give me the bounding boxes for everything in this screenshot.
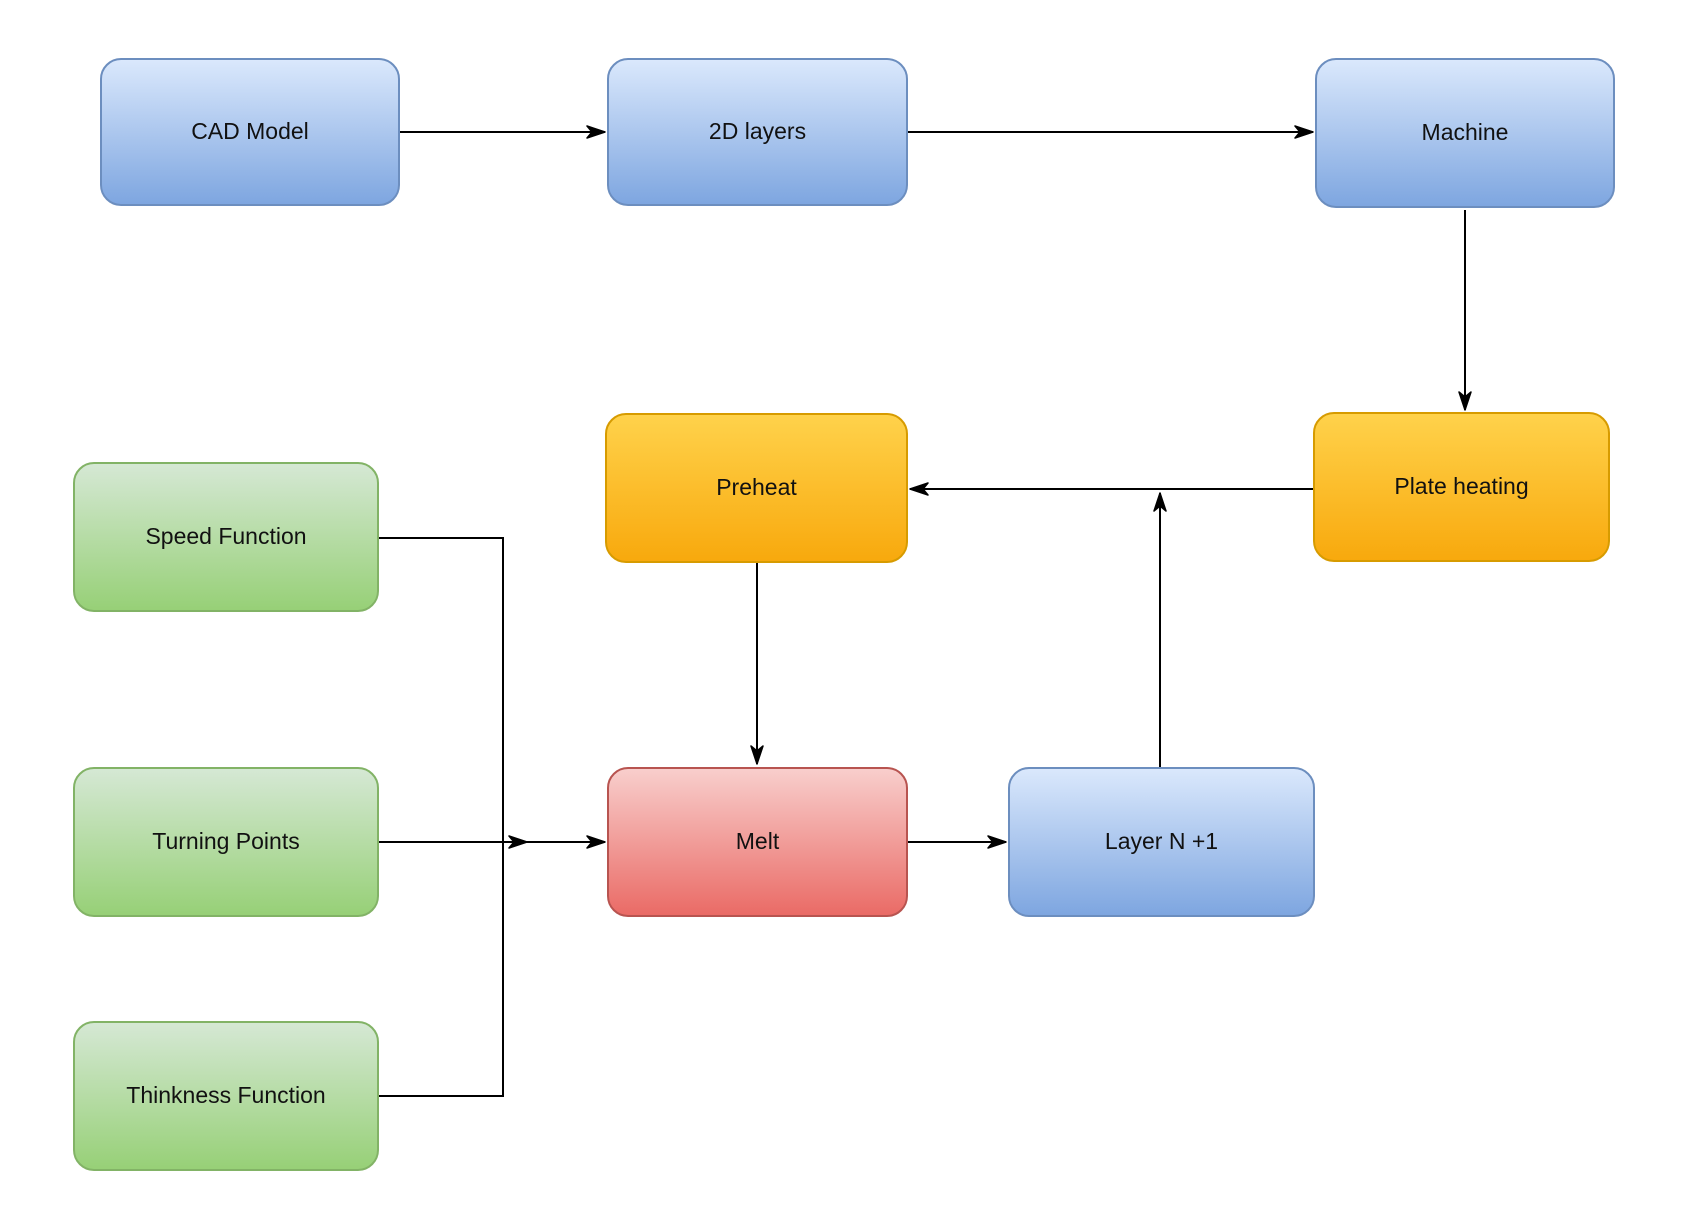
node-cad-model-label: CAD Model xyxy=(191,118,309,145)
node-machine: Machine xyxy=(1315,58,1615,208)
node-layer-n-plus-1: Layer N +1 xyxy=(1008,767,1315,917)
node-plate-heating-label: Plate heating xyxy=(1394,473,1529,500)
edge-speed-thinkness-junction xyxy=(379,537,504,1097)
node-preheat: Preheat xyxy=(605,413,908,563)
node-speed-function: Speed Function xyxy=(73,462,379,612)
node-thinkness-function: Thinkness Function xyxy=(73,1021,379,1171)
node-speed-function-label: Speed Function xyxy=(145,523,307,550)
node-machine-label: Machine xyxy=(1421,119,1509,146)
node-turning-points-label: Turning Points xyxy=(152,828,300,855)
node-2d-layers-label: 2D layers xyxy=(708,118,807,145)
node-cad-model: CAD Model xyxy=(100,58,400,206)
node-2d-layers: 2D layers xyxy=(607,58,908,206)
node-preheat-label: Preheat xyxy=(716,474,797,501)
node-melt-label: Melt xyxy=(735,828,780,855)
node-plate-heating: Plate heating xyxy=(1313,412,1610,562)
node-melt: Melt xyxy=(607,767,908,917)
node-turning-points: Turning Points xyxy=(73,767,379,917)
node-layer-n-plus-1-label: Layer N +1 xyxy=(1104,828,1219,855)
node-thinkness-function-label: Thinkness Function xyxy=(126,1082,326,1109)
